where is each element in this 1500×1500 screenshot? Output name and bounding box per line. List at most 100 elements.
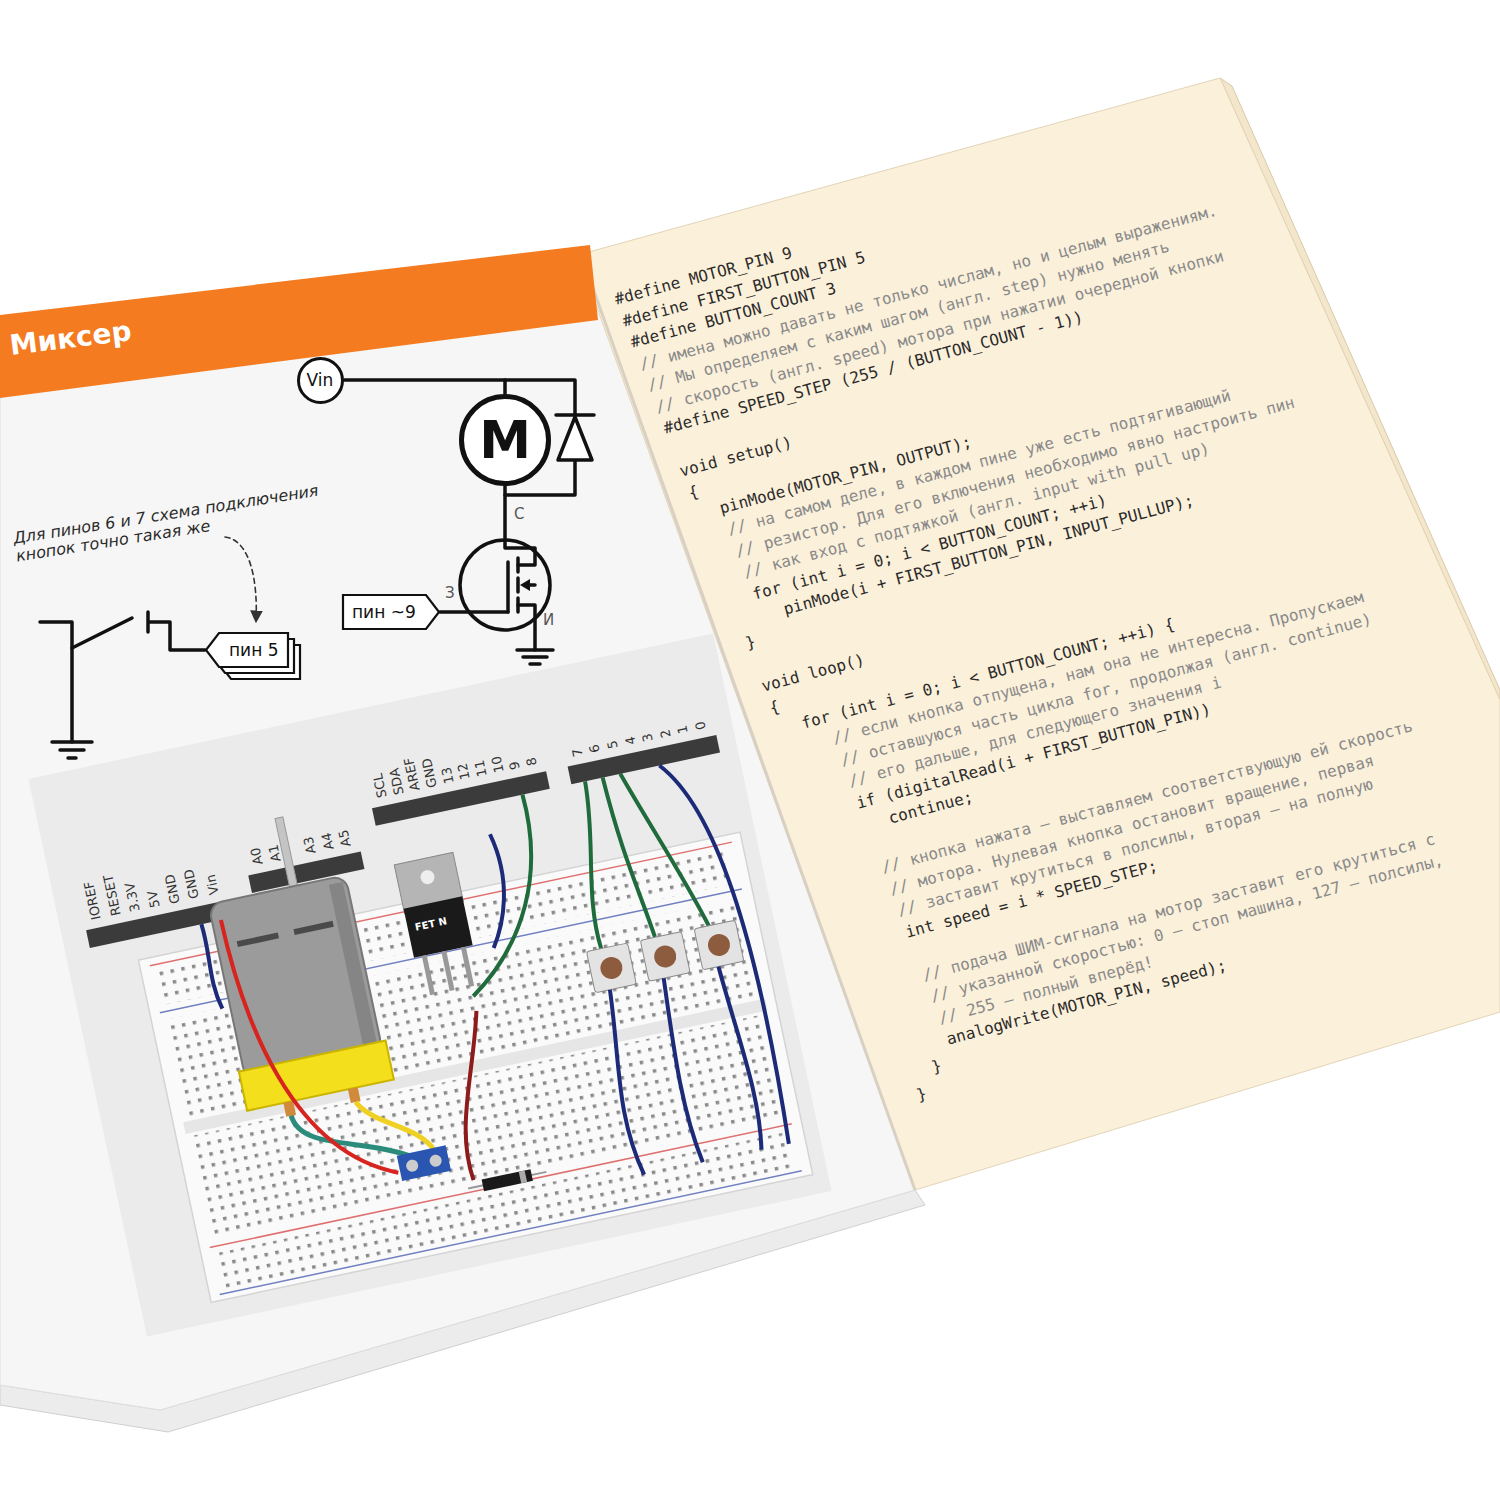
wire (291, 1093, 410, 1178)
pin-letter: С (514, 506, 524, 523)
book-pages (0, 78, 1500, 1432)
ground-symbol (530, 662, 540, 666)
node-text: пин ~9 (352, 603, 416, 622)
illustration-panel (28, 633, 831, 1336)
code-line: void loop() (759, 649, 867, 698)
header-pin-label: A0 (249, 847, 267, 867)
code-line: { (686, 480, 701, 504)
header-pin-label: 6 (588, 743, 604, 754)
breadboard-holes (216, 1132, 796, 1289)
dc-motor (237, 935, 278, 944)
wire-connector (344, 380, 506, 394)
page-title: Миксер (8, 315, 133, 362)
header-pin-label: 13 (439, 766, 456, 785)
code-line: } (914, 1082, 929, 1106)
switch-symbol (148, 612, 205, 650)
wiring-note: Для пинов 6 и 7 схема подключения кнопок… (12, 476, 359, 566)
header-pin-label: A5 (337, 828, 355, 848)
wire (221, 895, 398, 1198)
pin-tag-stack: пин 5 (205, 632, 301, 680)
ground-symbol (517, 648, 553, 652)
header-pin-label: 3.3V (123, 881, 143, 913)
wire (440, 610, 508, 614)
wire (201, 924, 223, 1010)
part-marking: FET N (414, 915, 448, 933)
wire (599, 990, 649, 1176)
header-pin-label: A3 (302, 835, 320, 855)
wire (620, 762, 709, 937)
dc-motor (329, 882, 378, 1049)
wire (438, 1011, 510, 1181)
header-pin-label: 2 (658, 728, 674, 739)
node-text: M (479, 414, 531, 466)
vin-terminal: Vin (297, 357, 344, 404)
switch-symbol (72, 618, 132, 648)
motor-tab (348, 1087, 361, 1103)
push-button (640, 932, 690, 982)
breadboard (138, 832, 812, 1302)
header-pin-label: GND (162, 872, 182, 904)
mosfet-leg (461, 947, 474, 987)
header-pin-label: 8 (524, 756, 540, 767)
push-button (598, 955, 624, 981)
terminal-block (429, 1154, 443, 1168)
pin-letter: И (543, 612, 554, 629)
header-pin-label: 7 (570, 746, 586, 757)
pin-tag-outline (206, 633, 288, 667)
header-pin-label: 11 (472, 759, 489, 778)
diode-symbol (558, 417, 592, 460)
node-text: Vin (307, 372, 334, 389)
ground-symbol (68, 756, 76, 760)
header-pin-label: 3 (641, 731, 657, 742)
wire (658, 978, 703, 1163)
header-pin-label: 1 (676, 724, 692, 735)
code-line: { (767, 695, 782, 719)
header-pin-label: SCL (371, 772, 390, 799)
wire (603, 774, 655, 941)
dc-motor (239, 1040, 394, 1110)
header-pin-label: RESET (101, 873, 124, 917)
pin-letter: З (445, 585, 455, 602)
mosfet-leg (441, 951, 454, 991)
push-button (587, 943, 637, 993)
header-pin-label: 10 (489, 755, 506, 774)
code-line: } (929, 1055, 944, 1079)
header-pin-label: A4 (319, 832, 337, 852)
leader-arrow (225, 537, 256, 622)
header-pin-label: IOREF (82, 880, 104, 921)
mosfet-symbol (520, 579, 530, 591)
terminal-block (405, 1159, 419, 1173)
pin-tag: пин ~9 (342, 594, 440, 630)
terminal-block (397, 1145, 451, 1181)
wire (518, 605, 535, 650)
wire (470, 833, 517, 948)
code-line: } (743, 631, 758, 655)
ground-symbol (60, 748, 84, 752)
diode-symbol (556, 413, 594, 417)
wire (40, 622, 72, 742)
diode-part (519, 1170, 527, 1183)
code-line: void setup() (678, 431, 795, 482)
header-pin-label: 5 (605, 739, 621, 750)
header-pin-label: 0 (693, 720, 709, 731)
header-pin-label: 5V (145, 889, 163, 909)
header-pin-label: 12 (456, 762, 473, 781)
mosfet-symbol (516, 558, 520, 572)
header-pin-label: 9 (507, 760, 523, 771)
diode-part (482, 1169, 533, 1191)
mosfet-part (419, 869, 436, 886)
breadboard-illustration (28, 633, 831, 1336)
pin-tag-outline (343, 595, 439, 629)
ground-symbol (523, 655, 547, 659)
header-pin-label: GND (182, 868, 202, 900)
mosfet-symbol (516, 578, 520, 592)
node-text: пин 5 (229, 641, 279, 660)
header-pin-label: 4 (623, 735, 639, 746)
wire (434, 795, 561, 997)
dc-motor (294, 924, 333, 932)
header-pin-label: GND (420, 756, 440, 788)
